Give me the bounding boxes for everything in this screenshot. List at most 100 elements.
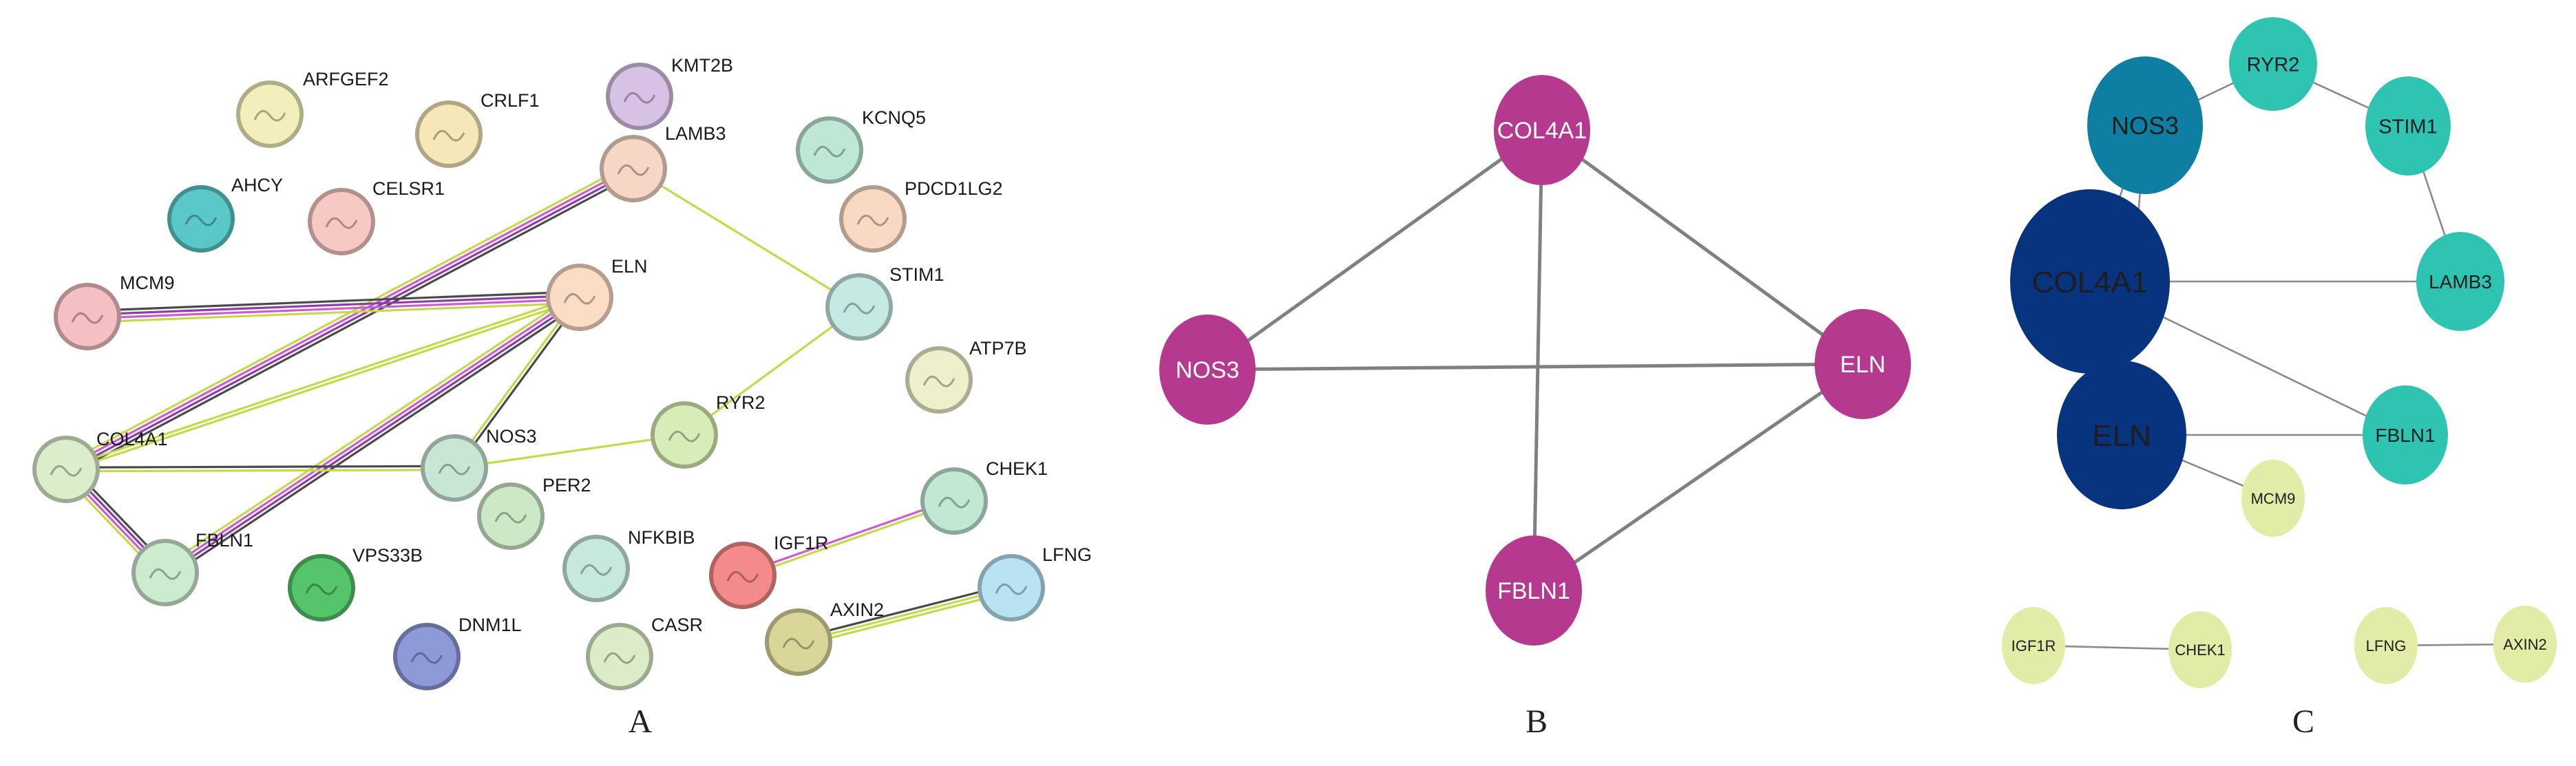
protein-structure-icon — [813, 145, 846, 158]
node-axin2[interactable]: AXIN2 — [765, 599, 884, 676]
node-label: LFNG — [2366, 637, 2407, 655]
node-fbln1[interactable]: FBLN1 — [2363, 385, 2448, 485]
node-nos3[interactable]: NOS3 — [421, 426, 537, 502]
edge-strand — [632, 167, 861, 308]
node-kcnq5[interactable]: KCNQ5 — [796, 107, 926, 184]
node-chek1[interactable]: CHEK1 — [2168, 611, 2232, 688]
node-label: AHCY — [231, 175, 283, 195]
node-igf1r[interactable]: IGF1R — [709, 533, 829, 609]
protein-structure-icon — [617, 164, 650, 176]
node-lamb3[interactable]: LAMB3 — [2416, 232, 2504, 331]
node-chek1[interactable]: CHEK1 — [920, 458, 1048, 535]
node-ellipse — [2229, 17, 2317, 111]
node-crlf1[interactable]: CRLF1 — [415, 90, 540, 168]
protein-structure-icon — [410, 652, 443, 664]
node-eln[interactable]: ELN — [1815, 309, 1911, 419]
edge-strand — [65, 298, 582, 473]
node-ellipse — [1159, 315, 1256, 425]
node-ahcy[interactable]: AHCY — [167, 175, 283, 253]
edge-strand — [742, 501, 956, 579]
protein-structure-icon — [856, 214, 889, 226]
node-lfng[interactable]: LFNG — [978, 544, 1092, 621]
node-stim1[interactable]: STIM1 — [2365, 76, 2451, 175]
node-ellipse — [2010, 189, 2170, 374]
node-ellipse — [1815, 309, 1911, 419]
node-per2[interactable]: PER2 — [477, 475, 591, 550]
edge-strand — [452, 295, 580, 468]
edge-eln-fbln1 — [1532, 362, 1864, 593]
node-label: NFKBIB — [628, 527, 695, 548]
node-casr[interactable]: CASR — [586, 615, 703, 690]
edge-strand — [165, 297, 582, 575]
node-label: FBLN1 — [2375, 425, 2435, 446]
node-label: STIM1 — [889, 264, 944, 285]
protein-structure-icon — [149, 568, 182, 580]
node-fbln1[interactable]: FBLN1 — [1486, 535, 1582, 646]
edge-strand — [65, 169, 635, 473]
node-label: NOS3 — [1176, 357, 1240, 383]
protein-structure-icon — [843, 302, 876, 315]
node-label: NOS3 — [2111, 111, 2179, 140]
node-eln[interactable]: ELN — [546, 256, 648, 331]
node-label: LFNG — [1042, 544, 1092, 565]
node-lfng[interactable]: LFNG — [2354, 607, 2418, 684]
node-nfkbib[interactable]: NFKBIB — [562, 527, 695, 602]
node-mcm9[interactable]: MCM9 — [2241, 460, 2305, 537]
node-label: DNM1L — [458, 615, 522, 635]
protein-structure-icon — [184, 214, 218, 226]
edge-strand — [798, 590, 1013, 647]
edge-col4a1-eln — [1541, 128, 1864, 366]
node-kmt2b[interactable]: KMT2B — [606, 55, 733, 130]
node-pdcd1lg2[interactable]: PDCD1LG2 — [839, 178, 1003, 253]
node-atp7b[interactable]: ATP7B — [905, 338, 1027, 414]
edge-igf1r-chek1 — [741, 498, 956, 579]
panel-b-edges — [1206, 128, 1864, 593]
node-lamb3[interactable]: LAMB3 — [600, 123, 726, 202]
edge-strand — [160, 291, 578, 569]
edge-strand — [454, 297, 582, 471]
node-igf1r[interactable]: IGF1R — [2002, 607, 2065, 684]
node-fbln1[interactable]: FBLN1 — [131, 530, 253, 606]
node-nos3[interactable]: NOS3 — [2087, 56, 2203, 194]
node-label: ELN — [2092, 419, 2151, 453]
edge-eln-col4a1 — [64, 294, 582, 473]
node-vps33b[interactable]: VPS33B — [288, 545, 423, 621]
node-celsr1[interactable]: CELSR1 — [308, 178, 445, 255]
edge-strand — [162, 295, 580, 573]
edge-strand — [86, 298, 581, 320]
node-col4a1[interactable]: COL4A1 — [2010, 189, 2170, 374]
node-ellipse — [2168, 611, 2232, 688]
node-arfgef2[interactable]: ARFGEF2 — [236, 69, 389, 148]
node-label: LAMB3 — [2429, 271, 2492, 292]
node-ellipse — [2057, 361, 2186, 509]
node-dnm1l[interactable]: DNM1L — [393, 615, 522, 690]
node-label: ARFGEF2 — [303, 69, 389, 89]
edge-mcm9-eln — [86, 290, 581, 323]
panel-a-letter: A — [629, 703, 653, 740]
node-ellipse — [2087, 56, 2203, 194]
node-col4a1[interactable]: COL4A1 — [1494, 75, 1590, 185]
protein-structure-icon — [623, 92, 656, 104]
edge-nos3-eln — [1207, 362, 1864, 372]
node-col4a1[interactable]: COL4A1 — [32, 429, 168, 503]
node-mcm9[interactable]: MCM9 — [54, 273, 175, 350]
edge-nos3-ryr2 — [453, 434, 686, 469]
node-label: FBLN1 — [196, 530, 253, 551]
node-ellipse — [2354, 607, 2418, 684]
node-stim1[interactable]: STIM1 — [825, 264, 944, 341]
node-label: RYR2 — [2247, 54, 2300, 76]
node-axin2[interactable]: AXIN2 — [2493, 606, 2557, 683]
node-label: CHEK1 — [986, 458, 1048, 479]
node-eln[interactable]: ELN — [2057, 361, 2186, 509]
node-label: CRLF1 — [481, 90, 540, 111]
protein-structure-icon — [995, 583, 1028, 595]
node-ryr2[interactable]: RYR2 — [651, 392, 766, 469]
node-nos3[interactable]: NOS3 — [1159, 315, 1256, 425]
node-ryr2[interactable]: RYR2 — [2229, 17, 2317, 111]
edge-strand — [683, 306, 861, 436]
node-ellipse — [1494, 75, 1590, 185]
